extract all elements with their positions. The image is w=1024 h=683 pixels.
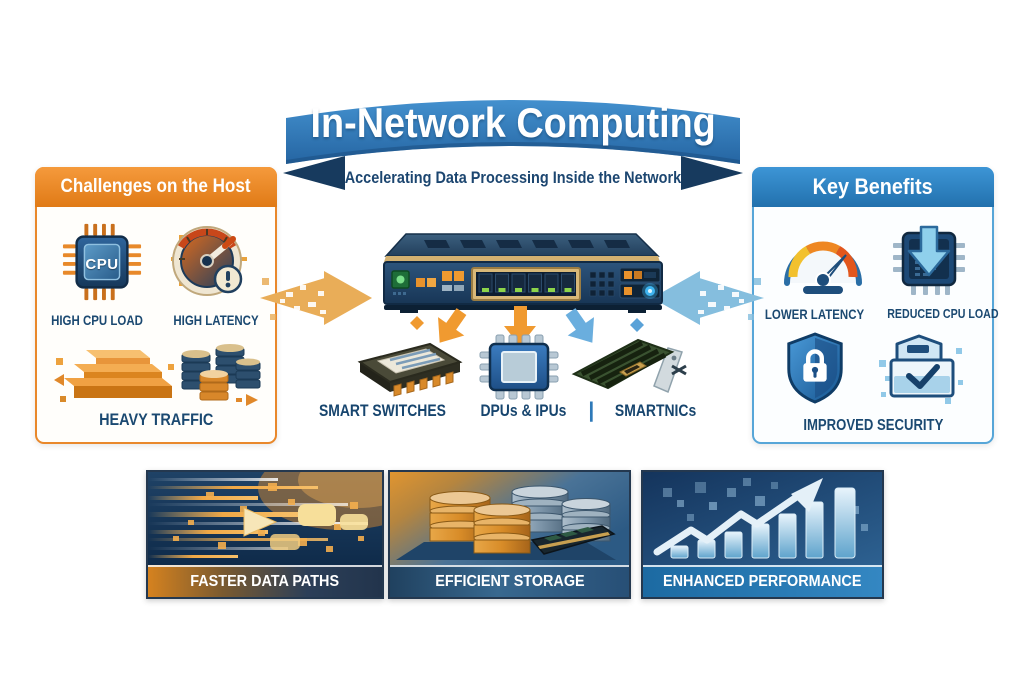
challenge-label-cpu: HIGH CPU LOAD bbox=[50, 312, 143, 328]
growth-chart-illustration bbox=[643, 472, 882, 565]
storage-illustration bbox=[390, 472, 629, 565]
challenge-label-traffic: HEAVY TRAFFIC bbox=[98, 410, 214, 429]
efficient-storage-caption: EFFICIENT STORAGE bbox=[390, 565, 629, 597]
benefits-header: Key Benefits bbox=[752, 167, 994, 207]
blue-diamond-icon bbox=[630, 318, 644, 332]
page-title: In-Network Computing bbox=[310, 99, 716, 146]
faster-data-paths-caption: FASTER DATA PATHS bbox=[148, 565, 382, 597]
enhanced-performance-caption: ENHANCED PERFORMANCE bbox=[643, 565, 882, 597]
benefits-panel: Key Benefits bbox=[752, 167, 999, 444]
smartnic-card-illustration bbox=[571, 338, 687, 394]
device-labels-row: SMART SWITCHES DPUs & IPUs | SMARTNICs bbox=[319, 399, 697, 423]
data-flow-arrow-left-icon bbox=[652, 271, 764, 325]
arrow-down-left-icon bbox=[438, 308, 467, 343]
label-dpus-ipus: DPUs & IPUs bbox=[480, 401, 567, 420]
faster-data-paths-panel: FASTER DATA PATHS bbox=[146, 470, 384, 599]
benefit-label-security: IMPROVED SECURITY bbox=[803, 417, 943, 434]
arrow-down-right-icon bbox=[565, 308, 594, 343]
page-subtitle: Accelerating Data Processing Inside the … bbox=[344, 168, 682, 187]
speedometer-icon bbox=[779, 227, 867, 302]
network-switch-illustration bbox=[383, 233, 663, 313]
efficient-storage-panel: EFFICIENT STORAGE bbox=[388, 470, 631, 599]
cpu-chip-icon: CPU bbox=[61, 221, 143, 308]
cpu-icon-label: CPU bbox=[85, 256, 119, 273]
ribbon-fold-right bbox=[681, 156, 743, 190]
orange-diamond-icon bbox=[410, 316, 424, 330]
shield-lock-icon bbox=[781, 330, 849, 411]
label-smartnics: SMARTNICs bbox=[615, 401, 697, 420]
latency-gauge-icon bbox=[167, 219, 251, 308]
label-smart-switches: SMART SWITCHES bbox=[318, 401, 446, 420]
chip-down-arrow-icon bbox=[891, 221, 967, 302]
data-flow-arrow-right-icon bbox=[260, 271, 372, 325]
benefit-label-latency: LOWER LATENCY bbox=[764, 306, 865, 322]
secure-box-check-icon bbox=[877, 332, 965, 411]
challenges-panel: Challenges on the Host bbox=[35, 167, 277, 444]
ribbon-fold-left bbox=[283, 156, 345, 190]
challenges-header: Challenges on the Host bbox=[35, 167, 277, 207]
dpu-chip-illustration bbox=[479, 334, 559, 400]
data-speed-illustration bbox=[148, 472, 382, 565]
benefit-label-cpu: REDUCED CPU LOAD bbox=[887, 306, 999, 321]
heavy-traffic-illustration bbox=[54, 344, 261, 406]
challenge-label-latency: HIGH LATENCY bbox=[172, 312, 259, 328]
arrow-down-icon bbox=[504, 306, 536, 346]
enhanced-performance-panel: ENHANCED PERFORMANCE bbox=[641, 470, 884, 599]
title-ribbon-banner bbox=[283, 100, 743, 190]
smart-switch-chip-illustration bbox=[357, 342, 463, 397]
label-separator: | bbox=[588, 399, 595, 422]
